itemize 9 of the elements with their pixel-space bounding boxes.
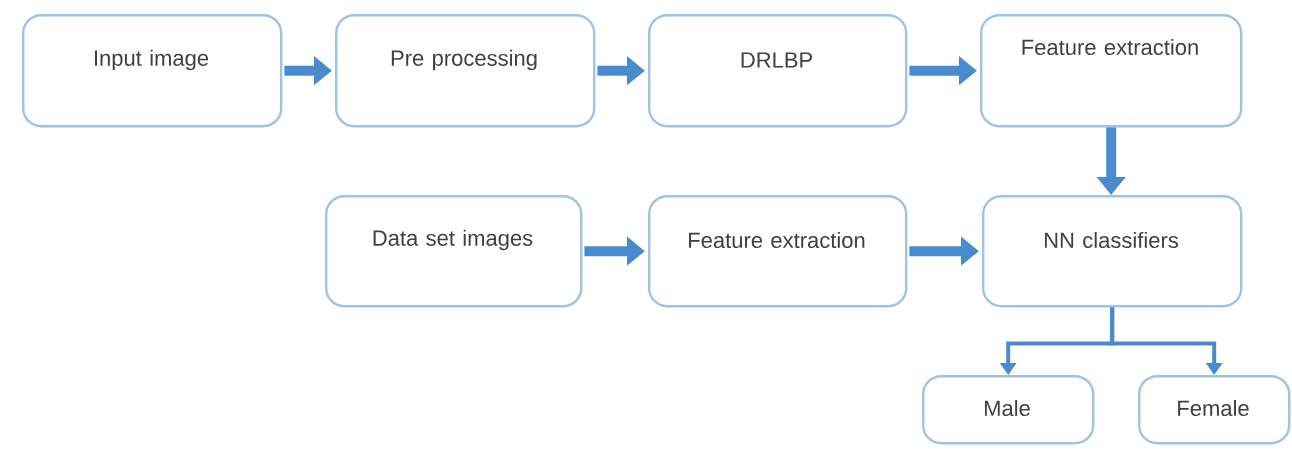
process-box: Feature extraction [648,195,908,308]
process-box: NN classifiers [982,195,1243,308]
process-box: DRLBP [648,14,908,128]
process-box: Pre processing [335,14,596,128]
process-box: Female [1138,375,1291,445]
process-box: Data set images [325,195,583,308]
process-box: Input image [22,14,283,128]
process-box: Feature extraction [980,14,1243,128]
process-box: Male [922,375,1095,445]
